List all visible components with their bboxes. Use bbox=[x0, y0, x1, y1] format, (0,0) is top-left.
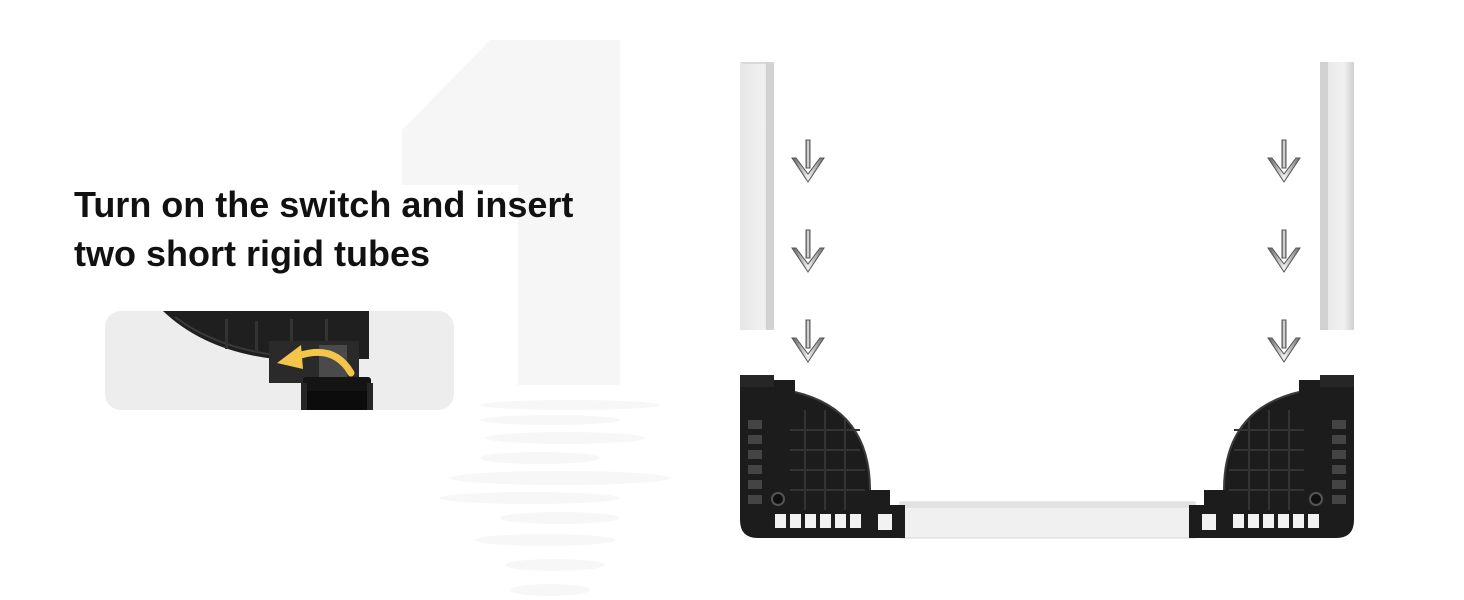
step-heading-line-2: two short rigid tubes bbox=[74, 233, 430, 274]
step-heading-line-1: Turn on the switch and insert bbox=[74, 184, 574, 225]
switch-closeup-card bbox=[105, 311, 454, 410]
left-end-piece bbox=[740, 375, 905, 538]
step-number-watermark bbox=[402, 40, 670, 596]
right-end-piece bbox=[1189, 375, 1354, 538]
down-arrow-icon bbox=[791, 139, 1301, 363]
tube-insertion-illustration bbox=[740, 62, 1354, 539]
left-rigid-tube bbox=[740, 62, 774, 330]
right-rigid-tube bbox=[1320, 62, 1354, 330]
step-heading: Turn on the switch and insert two short … bbox=[74, 180, 634, 278]
curved-arrow-icon bbox=[277, 345, 355, 377]
connector-bar bbox=[899, 501, 1196, 539]
switch-closeup-illustration bbox=[163, 311, 373, 410]
